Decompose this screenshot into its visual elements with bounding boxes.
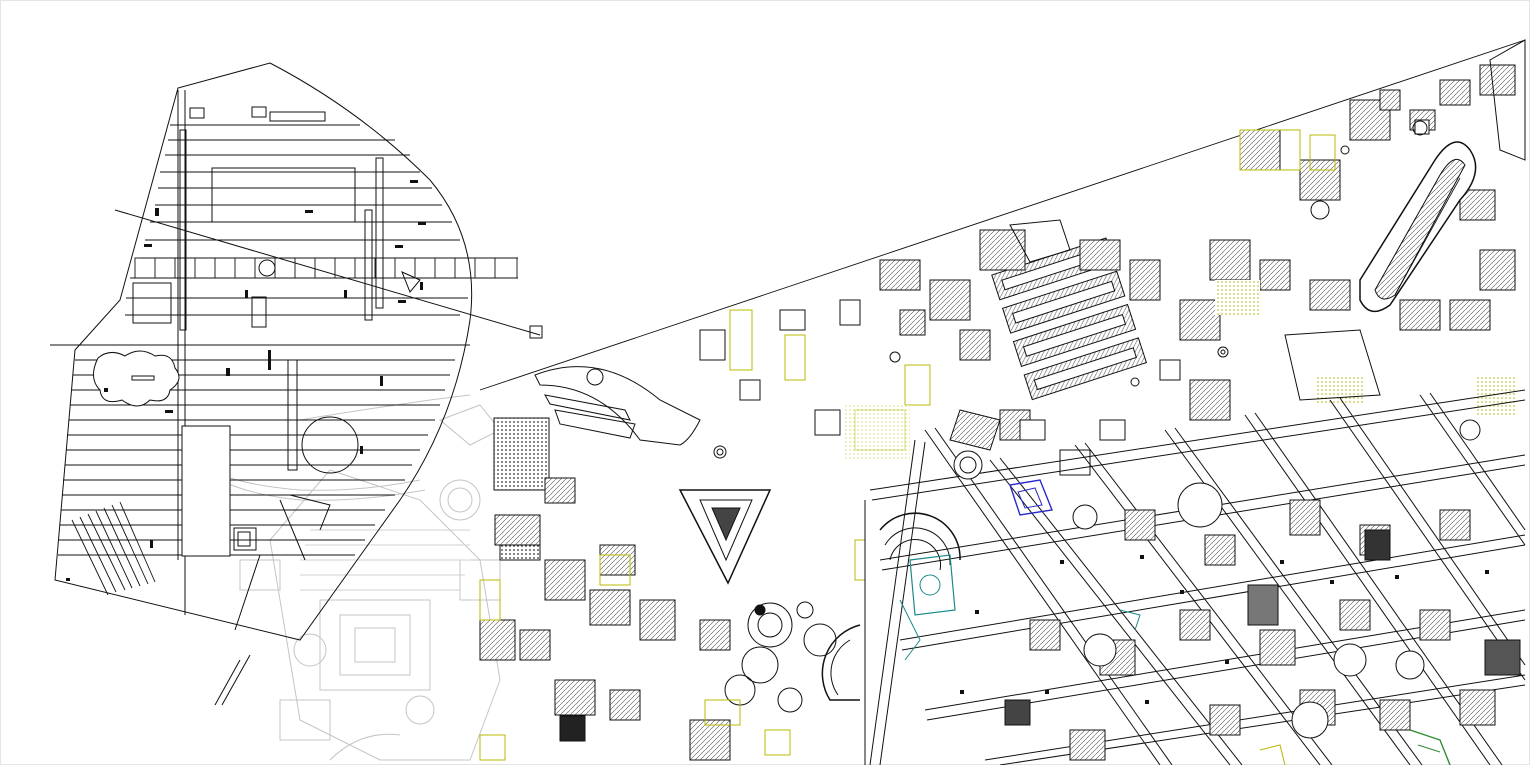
stadium-circus [1359, 141, 1477, 313]
ancient-city-core [479, 39, 1526, 761]
diagonal-street-grid [864, 389, 1526, 765]
plan-boundary [54, 62, 473, 641]
master-plan-overlay [50, 62, 543, 706]
